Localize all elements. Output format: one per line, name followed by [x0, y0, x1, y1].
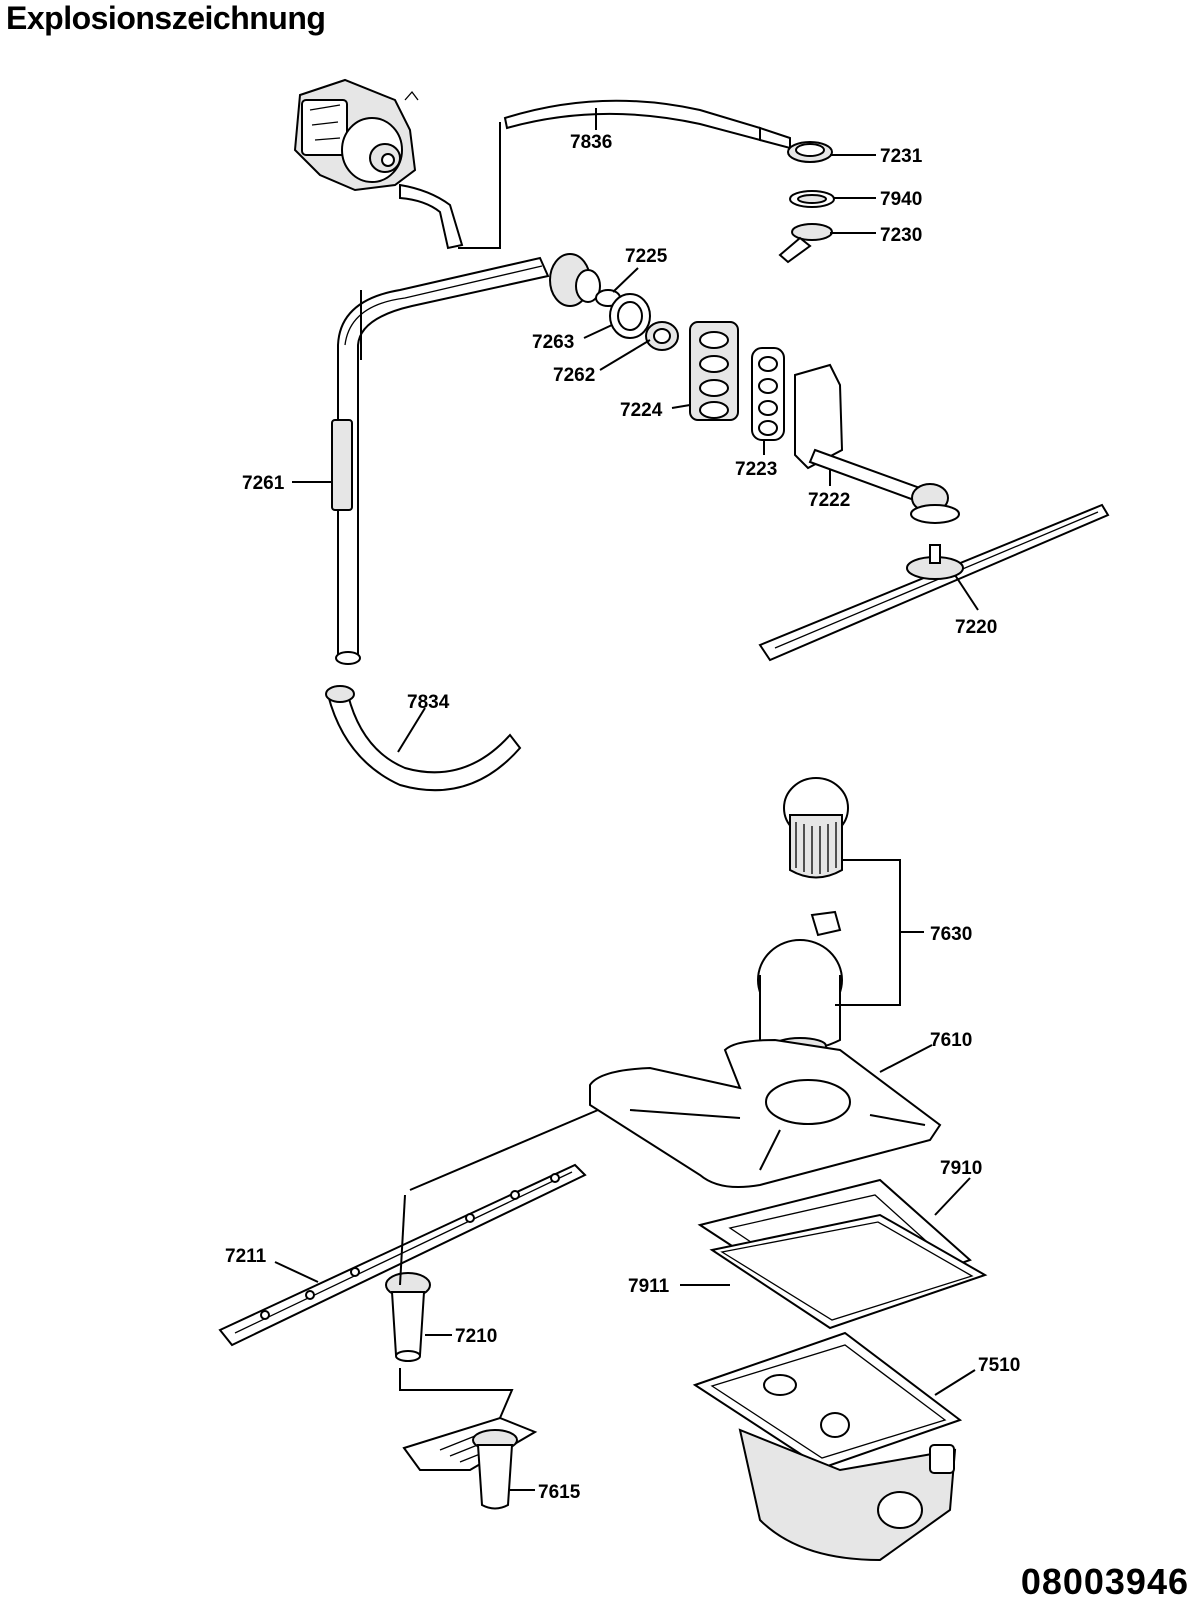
- label-7836: 7836: [570, 132, 612, 153]
- label-7510: 7510: [978, 1355, 1020, 1376]
- label-7610: 7610: [930, 1030, 972, 1051]
- bracket-7615: [402, 1416, 538, 1510]
- label-7940: 7940: [880, 189, 922, 210]
- label-7210: 7210: [455, 1326, 497, 1347]
- label-7615: 7615: [538, 1482, 581, 1503]
- page-title: Explosionszeichnung: [6, 0, 326, 36]
- label-7262: 7262: [553, 365, 595, 386]
- distributor-7224: [689, 321, 739, 421]
- hub-7210: [385, 1272, 431, 1362]
- label-7630: 7630: [930, 924, 972, 945]
- label-7211: 7211: [225, 1246, 267, 1267]
- filter-7630: [757, 777, 849, 1055]
- filter-plate-7610: [589, 1038, 942, 1188]
- ring-7940: [789, 190, 835, 208]
- label-7231: 7231: [880, 146, 923, 167]
- document-number: 08003946: [1020, 1561, 1189, 1602]
- label-7222: 7222: [808, 490, 850, 511]
- pump-motor: [293, 78, 464, 250]
- label-7224: 7224: [620, 400, 663, 421]
- frame-7222: [794, 363, 960, 524]
- label-7911: 7911: [628, 1276, 670, 1297]
- coupling-parts: [549, 253, 679, 351]
- sump-7510: [692, 1331, 963, 1562]
- label-7910: 7910: [940, 1158, 982, 1179]
- bracket-7230: [778, 223, 833, 264]
- leader-lines: [274, 154, 979, 1491]
- spray-tube-7261: [331, 256, 550, 665]
- spray-arm-7220: [758, 503, 1110, 662]
- label-7225: 7225: [625, 246, 668, 267]
- label-7834: 7834: [407, 692, 450, 713]
- label-7263: 7263: [532, 332, 574, 353]
- label-7261: 7261: [242, 473, 285, 494]
- gasket-7223: [751, 347, 785, 441]
- label-7220: 7220: [955, 617, 997, 638]
- label-7223: 7223: [735, 459, 777, 480]
- hose-7836: [458, 99, 833, 249]
- hose-7834: [325, 685, 522, 792]
- part-labels: 7836 7231 7940 7230 7225 7263 7262 7224 …: [225, 132, 1020, 1503]
- seal-7911: [709, 1213, 988, 1330]
- label-7230: 7230: [880, 225, 922, 246]
